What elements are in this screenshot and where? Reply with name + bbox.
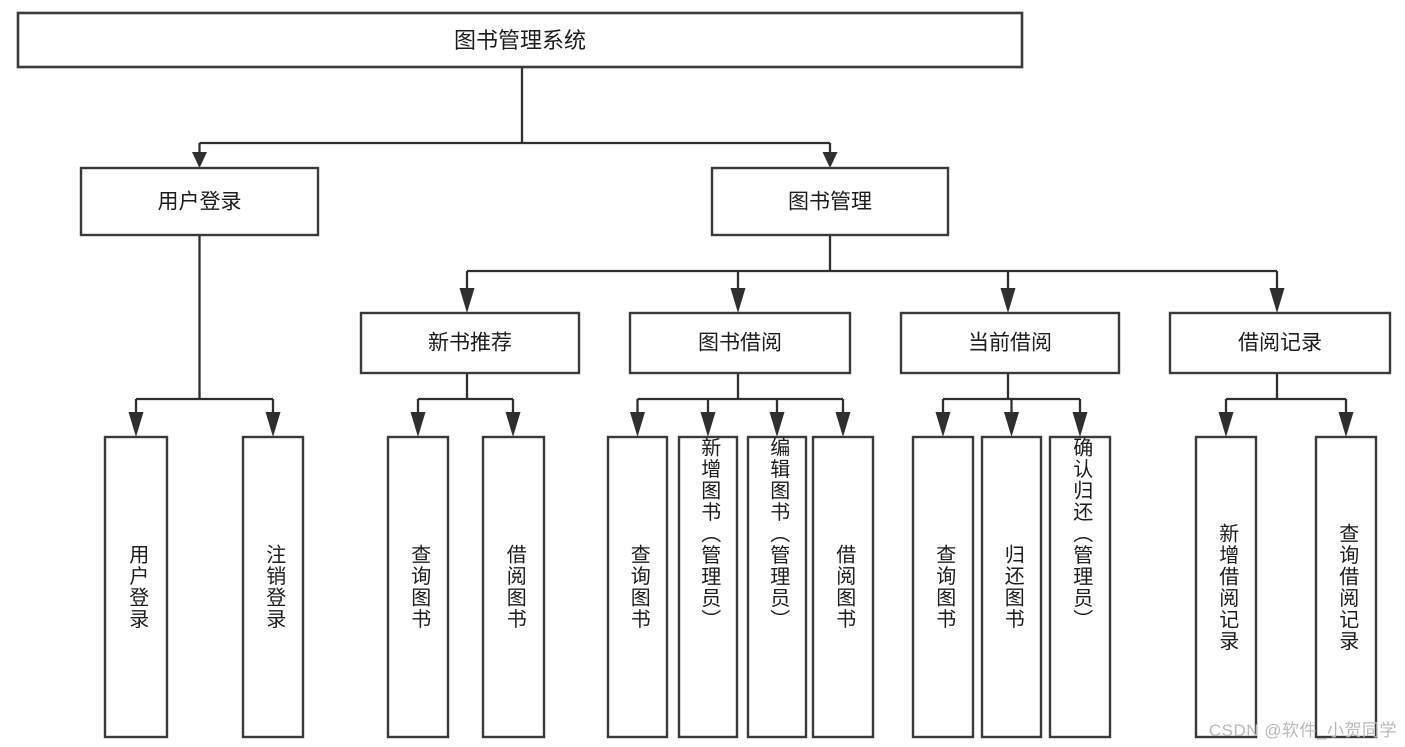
arrow-currentborrow-leaf-3: [1072, 412, 1088, 437]
node-book-borrow-label: 图书借阅: [698, 332, 782, 355]
arrow-root-to-book-mgmt: [822, 152, 838, 168]
leaf-bb-borrow-book-rect[interactable]: [811, 435, 875, 739]
node-new-book-recommend-label: 新书推荐: [428, 332, 512, 355]
node-layer: 图书管理系统 用户登录 图书管理 新书推荐 图书借阅: [16, 11, 1392, 739]
leaf-cb-query-book-rect[interactable]: [911, 435, 975, 739]
arrow-newbook-leaf-1: [410, 412, 426, 437]
node-book-management[interactable]: 图书管理: [710, 166, 950, 237]
node-book-borrow-rect[interactable]: [628, 311, 852, 375]
arrow-currentborrow-leaf-2: [1004, 412, 1019, 437]
leaf-cb-return-book-rect[interactable]: [980, 435, 1043, 739]
node-user-login-label: 用户登录: [158, 191, 242, 214]
node-root-rect[interactable]: [16, 11, 1024, 69]
node-borrow-record-label: 借阅记录: [1238, 332, 1322, 355]
leaf-br-add-record-rect[interactable]: [1194, 435, 1258, 739]
arrow-borrowrecord-leaf-1: [1218, 412, 1234, 437]
node-borrow-record[interactable]: 借阅记录: [1168, 311, 1392, 375]
leaf-bb-query-book-rect[interactable]: [606, 435, 669, 739]
connector-layer: [128, 67, 1354, 437]
node-user-login[interactable]: 用户登录: [79, 166, 320, 237]
node-new-book-recommend[interactable]: 新书推荐: [359, 311, 581, 375]
leaf-cb-confirm-return-rect[interactable]: [1048, 435, 1112, 739]
arrow-bookborrow-leaf-2: [700, 412, 716, 437]
arrow-userlogin-leaf-2: [265, 412, 281, 437]
arrow-currentborrow-leaf-1: [935, 412, 951, 437]
node-book-management-rect[interactable]: [710, 166, 950, 237]
arrow-bookmgmt-to-currentborrow: [1000, 288, 1016, 313]
leaf-nb-borrow-book-rect[interactable]: [481, 435, 546, 739]
node-user-login-rect[interactable]: [79, 166, 320, 237]
arrow-bookmgmt-to-bookborrow: [730, 288, 746, 313]
leaf-bb-add-book-rect[interactable]: [677, 435, 739, 739]
node-current-borrow-rect[interactable]: [899, 311, 1121, 375]
node-root[interactable]: 图书管理系统: [16, 11, 1024, 69]
leaf-nb-query-book-rect[interactable]: [386, 435, 450, 739]
arrow-borrowrecord-leaf-2: [1338, 412, 1354, 437]
node-book-borrow[interactable]: 图书借阅: [628, 311, 852, 375]
leaf-logout-rect[interactable]: [241, 435, 305, 739]
arrow-newbook-leaf-2: [505, 412, 521, 437]
leaf-br-query-record-rect[interactable]: [1314, 435, 1378, 739]
leaf-user-login-rect[interactable]: [103, 435, 169, 739]
arrow-bookborrow-leaf-1: [630, 412, 645, 437]
arrow-bookmgmt-to-newbook: [459, 288, 475, 313]
watermark-label: CSDN @软件_小贺同学: [1208, 721, 1397, 740]
node-borrow-record-rect[interactable]: [1168, 311, 1392, 375]
node-current-borrow-label: 当前借阅: [968, 332, 1052, 355]
arrow-root-to-user-login: [192, 152, 207, 168]
arrow-bookborrow-leaf-4: [835, 412, 851, 437]
leaf-bb-edit-book-rect[interactable]: [746, 435, 808, 739]
node-root-label: 图书管理系统: [454, 28, 586, 53]
node-current-borrow[interactable]: 当前借阅: [899, 311, 1121, 375]
arrow-bookborrow-leaf-3: [769, 412, 785, 437]
arrow-userlogin-leaf-1: [128, 412, 144, 437]
node-new-book-recommend-rect[interactable]: [359, 311, 581, 375]
node-book-management-label: 图书管理: [788, 191, 872, 214]
arrow-bookmgmt-to-borrowrecord: [1269, 288, 1285, 313]
